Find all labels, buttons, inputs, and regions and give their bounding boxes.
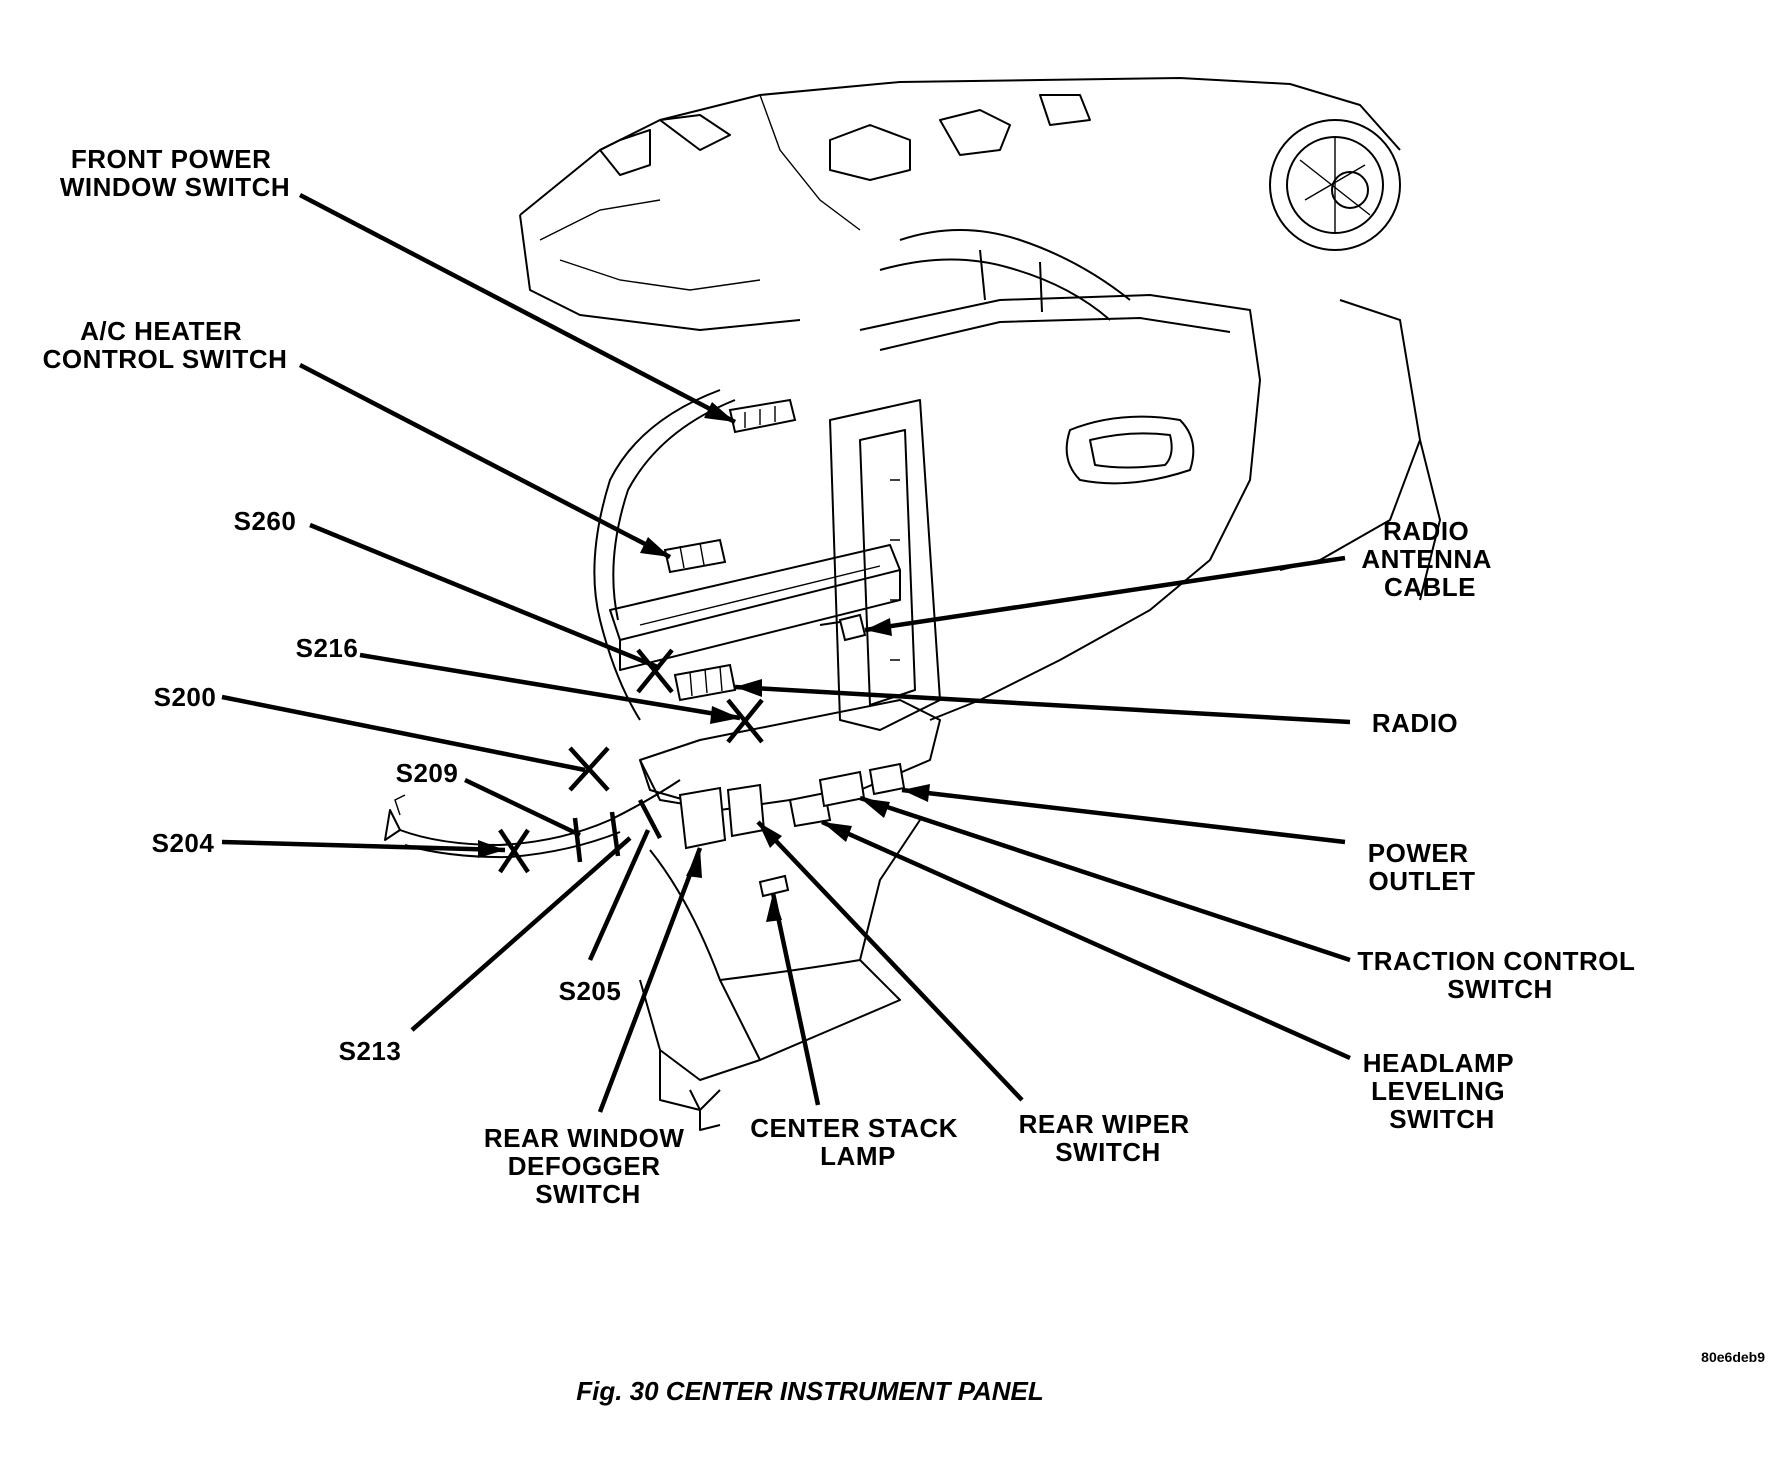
leader-radio-antenna-cable	[864, 555, 1346, 633]
splice-marks	[498, 648, 764, 874]
label-radio: RADIO	[1372, 708, 1458, 738]
leader-ac-heater-control-switch	[298, 363, 672, 559]
label-s260: S260	[234, 506, 297, 536]
instrument-panel-drawing	[384, 77, 1441, 1131]
leader-front-power-window-switch	[298, 193, 737, 424]
leader-s213	[410, 836, 632, 1032]
splice-x-s216	[726, 698, 764, 744]
leader-s216	[359, 652, 741, 721]
label-rear-wiper-switch: REAR WIPER SWITCH	[1019, 1109, 1198, 1167]
figure-caption: Fig. 30 CENTER INSTRUMENT PANEL	[576, 1376, 1044, 1406]
leader-s260	[309, 522, 661, 671]
leader-radio	[734, 684, 1351, 725]
leader-rear-wiper-switch	[756, 820, 1024, 1102]
label-front-power-window-switch: FRONT POWER WINDOW SWITCH	[60, 144, 290, 202]
leader-lines	[221, 193, 1351, 1113]
label-power-outlet: POWER OUTLET	[1368, 838, 1476, 896]
component-labels: FRONT POWER WINDOW SWITCH A/C HEATER CON…	[43, 144, 1642, 1209]
splice-x-s213	[609, 811, 621, 857]
splice-x-s260	[636, 648, 674, 694]
label-s204: S204	[152, 828, 215, 858]
label-radio-antenna-cable: RADIO ANTENNA CABLE	[1361, 516, 1498, 602]
label-headlamp-leveling-switch: HEADLAMP LEVELING SWITCH	[1363, 1048, 1522, 1134]
label-s213: S213	[339, 1036, 402, 1066]
leader-headlamp-leveling-switch	[821, 819, 1351, 1061]
leader-power-outlet	[901, 787, 1346, 845]
splice-x-s209	[572, 817, 583, 863]
leader-s209	[464, 777, 581, 838]
splice-x-s205	[638, 798, 662, 840]
leader-traction-control-switch	[859, 795, 1351, 963]
label-s209: S209	[396, 758, 459, 788]
leader-rear-window-defogger-switch	[597, 847, 703, 1113]
label-s205: S205	[559, 976, 622, 1006]
label-ac-heater-control-switch: A/C HEATER CONTROL SWITCH	[43, 316, 288, 374]
label-traction-control-switch: TRACTION CONTROL SWITCH	[1357, 946, 1642, 1004]
label-s216: S216	[296, 633, 359, 663]
splice-x-s200	[568, 746, 610, 792]
image-code: 80e6deb9	[1701, 1349, 1765, 1365]
label-center-stack-lamp: CENTER STACK LAMP	[750, 1113, 965, 1171]
leader-s200	[221, 694, 586, 773]
leader-s204	[221, 839, 506, 853]
label-s200: S200	[154, 682, 217, 712]
leader-s205	[587, 829, 651, 961]
label-rear-window-defogger-switch: REAR WINDOW DEFOGGER SWITCH	[484, 1123, 692, 1209]
leader-center-stack-lamp	[770, 892, 821, 1106]
splice-x-s204	[498, 828, 530, 874]
